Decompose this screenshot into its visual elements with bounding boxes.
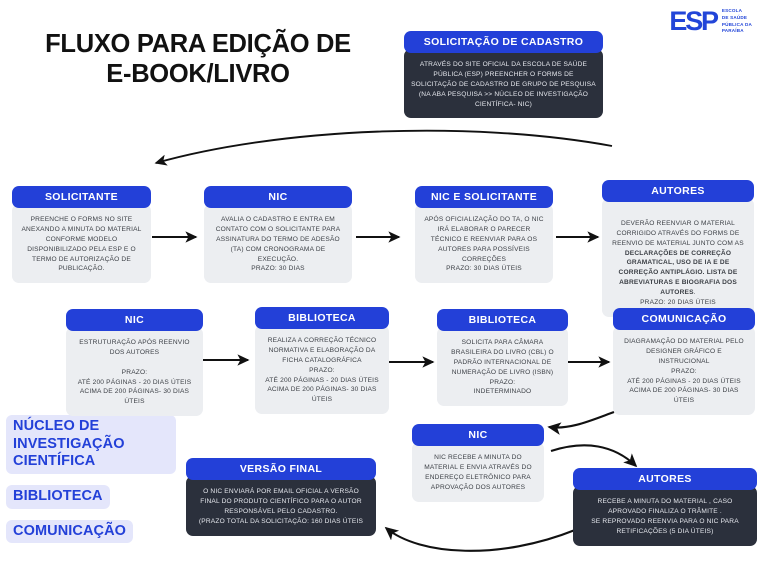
node-header: NIC [412, 424, 544, 446]
legend-item-comunicacao: COMUNICAÇÃO [6, 519, 134, 544]
node-body: RECEBE A MINUTA DO MATERIAL , CASO APROV… [573, 486, 757, 546]
node-body: NIC RECEBE A MINUTA DO MATERIAL E ENVIA … [412, 442, 544, 502]
node-body: PREENCHE O FORMS NO SITE ANEXANDO A MINU… [12, 204, 151, 284]
node-body: SOLICITA PARA CÂMARA BRASILEIRA DO LIVRO… [437, 327, 568, 407]
node-header: NIC E SOLICITANTE [415, 186, 553, 208]
node-body-emphasis: DECLARAÇÕES DE CORREÇÃO GRAMATICAL, USO … [618, 249, 738, 297]
node-autores-aprovacao[interactable]: AUTORES RECEBE A MINUTA DO MATERIAL , CA… [573, 468, 757, 546]
esp-logo-text-line-2: DE SAÚDE [721, 14, 748, 20]
node-versao-final[interactable]: VERSÃO FINAL O NIC ENVIARÁ POR EMAIL OFI… [186, 458, 376, 536]
page-title: FLUXO PARA EDIÇÃO DE E-BOOK/LIVRO [18, 30, 378, 89]
esp-logo-text-line-4: PARAÍBA [721, 28, 744, 34]
node-autores-reenvio[interactable]: AUTORES DEVERÃO REENVIAR O MATERIAL CORR… [602, 180, 754, 317]
esp-logo-text-line-1: ESCOLA [721, 8, 743, 14]
node-body: ATRAVÉS DO SITE OFICIAL DA ESCOLA DE SAÚ… [404, 49, 603, 119]
node-header: NIC [66, 309, 203, 331]
legend-item-biblioteca: BIBLIOTECA [6, 485, 110, 509]
esp-logo-text-line-3: PÚBLICA DA [721, 21, 752, 27]
legend-item-nic: NÚCLEO DE INVESTIGAÇÃO CIENTÍFICA [6, 415, 176, 475]
node-body-post: . PRAZO: 20 DIAS ÚTEIS [640, 289, 716, 307]
page-title-line-2: E-BOOK/LIVRO [106, 59, 290, 88]
node-nic-minuta[interactable]: NIC NIC RECEBE A MINUTA DO MATERIAL E EN… [412, 424, 544, 502]
node-biblioteca-ficha[interactable]: BIBLIOTECA REALIZA A CORREÇÃO TÉCNICO NO… [255, 307, 389, 415]
node-header: BIBLIOTECA [255, 307, 389, 329]
node-solicitacao-cadastro[interactable]: SOLICITAÇÃO DE CADASTRO ATRAVÉS DO SITE … [404, 31, 603, 119]
node-header: VERSÃO FINAL [186, 458, 376, 480]
node-body: DEVERÃO REENVIAR O MATERIAL CORRIGIDO AT… [602, 198, 754, 317]
node-header: SOLICITAÇÃO DE CADASTRO [404, 31, 603, 53]
legend: NÚCLEO DE INVESTIGAÇÃO CIENTÍFICA BIBLIO… [6, 415, 176, 554]
node-header: COMUNICAÇÃO [613, 308, 755, 330]
node-nic-estruturacao[interactable]: NIC ESTRUTURAÇÃO APÓS REENVIO DOS AUTORE… [66, 309, 203, 417]
esp-logo-mark: ESP [669, 6, 719, 36]
node-nic-e-solicitante[interactable]: NIC E SOLICITANTE APÓS OFICIALIZAÇÃO DO … [415, 186, 553, 284]
node-body: O NIC ENVIARÁ POR EMAIL OFICIAL A VERSÃO… [186, 476, 376, 536]
node-header: NIC [204, 186, 352, 208]
page-title-line-1: FLUXO PARA EDIÇÃO DE [45, 30, 351, 58]
node-header: SOLICITANTE [12, 186, 151, 208]
node-comunicacao[interactable]: COMUNICAÇÃO DIAGRAMAÇÃO DO MATERIAL PELO… [613, 308, 755, 416]
node-header: AUTORES [602, 180, 754, 202]
node-nic-avalia[interactable]: NIC AVALIA O CADASTRO E ENTRA EM CONTATO… [204, 186, 352, 284]
node-biblioteca-isbn[interactable]: BIBLIOTECA SOLICITA PARA CÂMARA BRASILEI… [437, 309, 568, 407]
node-body: ESTRUTURAÇÃO APÓS REENVIO DOS AUTORES PR… [66, 327, 203, 417]
esp-logo: ESP ESCOLA DE SAÚDE PÚBLICA DA PARAÍBA [669, 8, 752, 35]
node-body: REALIZA A CORREÇÃO TÉCNICO NORMATIVA E E… [255, 325, 389, 415]
node-header: BIBLIOTECA [437, 309, 568, 331]
node-body-pre: DEVERÃO REENVIAR O MATERIAL CORRIGIDO AT… [612, 219, 744, 247]
node-body: APÓS OFICIALIZAÇÃO DO TA, O NIC IRÁ ELAB… [415, 204, 553, 284]
node-body: AVALIA O CADASTRO E ENTRA EM CONTATO COM… [204, 204, 352, 284]
node-header: AUTORES [573, 468, 757, 490]
node-solicitante[interactable]: SOLICITANTE PREENCHE O FORMS NO SITE ANE… [12, 186, 151, 284]
node-body: DIAGRAMAÇÃO DO MATERIAL PELO DESIGNER GR… [613, 326, 755, 416]
esp-logo-text: ESCOLA DE SAÚDE PÚBLICA DA PARAÍBA [722, 8, 752, 35]
